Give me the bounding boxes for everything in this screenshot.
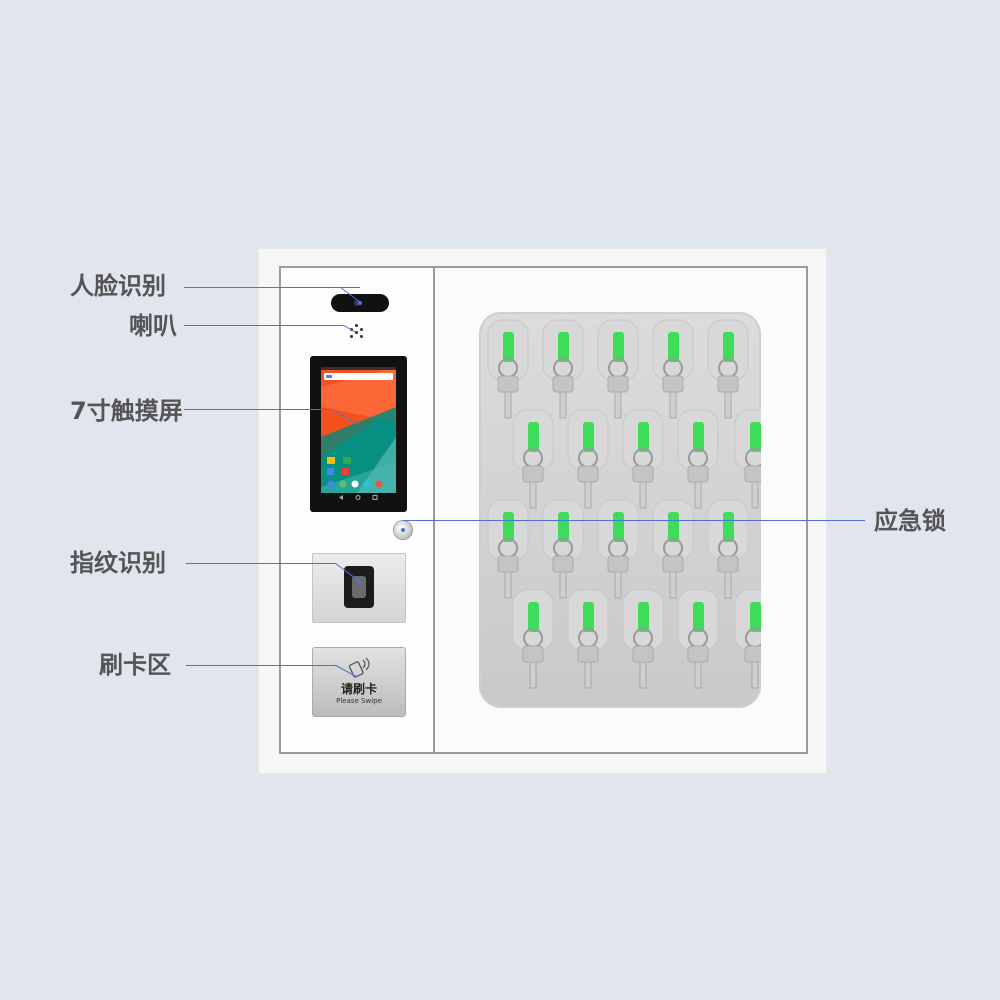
- key-icon: [717, 375, 739, 393]
- key-slot: [677, 589, 719, 689]
- key-indicator-light: [503, 332, 514, 362]
- key-icon: [497, 555, 519, 573]
- touchscreen-callout-line: [184, 409, 332, 410]
- emergency-lock-label: 应急锁: [874, 507, 946, 535]
- key-slot: [734, 409, 761, 509]
- face-recognition-callout-dot: [358, 301, 362, 305]
- card-swipe-callout-bend: [335, 664, 358, 678]
- key-slot: [512, 409, 554, 509]
- android-home-screen: [321, 367, 396, 502]
- camera-lens-icon: [354, 300, 360, 306]
- speaker-label: 喇叭: [129, 312, 177, 340]
- recents-icon: [372, 495, 378, 500]
- key-slot: [652, 319, 694, 419]
- touchscreen[interactable]: [321, 367, 396, 502]
- fingerprint-icon: [352, 576, 366, 598]
- key-icon: [607, 555, 629, 573]
- speaker-callout-bend: [343, 324, 356, 333]
- key-indicator-light: [638, 602, 649, 632]
- home-icon: [355, 495, 361, 500]
- play-app-icon: [343, 457, 351, 464]
- key-indicator-light: [750, 602, 761, 632]
- fingerprint-label: 指纹识别: [70, 549, 166, 577]
- fingerprint-callout-line: [186, 563, 336, 564]
- key-icon: [687, 645, 709, 663]
- key-slot: [567, 589, 609, 689]
- nfc-card-icon: [348, 657, 370, 678]
- key-icon: [497, 375, 519, 393]
- key-indicator-light: [558, 512, 569, 542]
- speaker-callout-line: [184, 325, 344, 326]
- card-swipe-subtext: Please Swipe: [336, 697, 382, 705]
- key-icon: [577, 465, 599, 483]
- key-slot: [567, 409, 609, 509]
- key-icon: [552, 375, 574, 393]
- key-indicator-light: [613, 332, 624, 362]
- key-indicator-light: [723, 512, 734, 542]
- key-slot: [487, 319, 529, 419]
- key-icon: [522, 645, 544, 663]
- email-app-icon: [327, 457, 335, 464]
- key-indicator-light: [693, 422, 704, 452]
- key-slot: [597, 319, 639, 419]
- key-slot: [597, 499, 639, 599]
- card-swipe-panel[interactable]: [312, 647, 406, 717]
- key-slot: [707, 319, 749, 419]
- key-slot: [622, 589, 664, 689]
- key-icon: [744, 465, 761, 483]
- key-indicator-light: [723, 332, 734, 362]
- emergency-lock-callout-dot: [401, 528, 405, 532]
- touchscreen-callout-bend: [331, 408, 360, 426]
- card-swipe-text: 请刷卡: [340, 682, 377, 696]
- key-indicator-light: [528, 602, 539, 632]
- key-icon: [744, 645, 761, 663]
- key-indicator-light: [668, 512, 679, 542]
- key-icon: [552, 555, 574, 573]
- key-slot: [734, 589, 761, 689]
- key-indicator-light: [638, 422, 649, 452]
- face-recognition-callout-line: [184, 287, 360, 288]
- key-indicator-light: [693, 602, 704, 632]
- key-slot: [707, 499, 749, 599]
- back-icon: [339, 495, 343, 500]
- key-icon: [607, 375, 629, 393]
- key-icon: [522, 465, 544, 483]
- search-bar: [324, 373, 393, 380]
- face-recognition-label: 人脸识别: [70, 272, 166, 300]
- face-recognition-callout-bend: [340, 286, 361, 303]
- key-icon: [632, 465, 654, 483]
- key-icon: [662, 375, 684, 393]
- key-slot: [652, 499, 694, 599]
- fingerprint-callout-bend: [335, 562, 360, 582]
- key-indicator-light: [528, 422, 539, 452]
- key-icon: [687, 465, 709, 483]
- key-icon: [662, 555, 684, 573]
- key-slot: [512, 589, 554, 689]
- card-swipe-callout-line: [186, 665, 336, 666]
- key-slot: [542, 319, 584, 419]
- key-indicator-light: [583, 602, 594, 632]
- fingerprint-callout-dot: [357, 580, 361, 584]
- key-storage-window: [479, 312, 761, 708]
- key-slots: [487, 319, 761, 689]
- key-indicator-light: [668, 332, 679, 362]
- key-slot: [487, 499, 529, 599]
- key-indicator-light: [558, 332, 569, 362]
- key-indicator-light: [583, 422, 594, 452]
- key-slot: [542, 499, 584, 599]
- key-icon: [632, 645, 654, 663]
- emergency-lock-callout-line: [403, 520, 865, 521]
- key-indicator-light: [613, 512, 624, 542]
- key-icon: [577, 645, 599, 663]
- phone-icon: [327, 480, 335, 488]
- card-swipe-label: 刷卡区: [99, 651, 171, 679]
- key-indicator-light: [750, 422, 761, 452]
- key-slot: [677, 409, 719, 509]
- key-slot: [622, 409, 664, 509]
- touchscreen-label: 7寸触摸屏: [70, 397, 183, 425]
- key-indicator-light: [503, 512, 514, 542]
- key-icon: [717, 555, 739, 573]
